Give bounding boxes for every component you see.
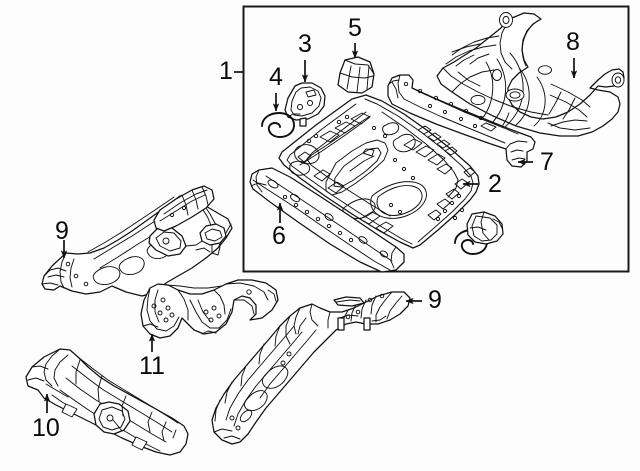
callout-number-6: 6 xyxy=(272,222,286,250)
callout-number-9-right: 9 xyxy=(428,286,442,314)
callout-number-5: 5 xyxy=(348,14,362,42)
callout-number-10: 10 xyxy=(32,414,60,442)
part-rear-side-rail-right xyxy=(211,291,411,445)
part-rear-floor-pan xyxy=(278,94,480,249)
part-rear-floor-crossmember xyxy=(25,348,189,456)
part-small-bracket xyxy=(466,211,504,245)
part-side-sill-member xyxy=(249,167,405,273)
callout-number-9-left: 9 xyxy=(55,217,69,245)
part-retainer-clip-upper xyxy=(261,112,295,138)
part-rear-side-rail-left xyxy=(41,185,233,297)
part-bracket-reinforcement xyxy=(284,82,326,127)
part-plug-cap xyxy=(337,56,375,94)
callout-number-7: 7 xyxy=(540,148,554,176)
callout-number-4: 4 xyxy=(269,63,283,91)
callout-number-2: 2 xyxy=(488,170,502,198)
callout-number-1: 1 xyxy=(219,57,233,85)
callout-number-3: 3 xyxy=(298,30,312,58)
callout-number-11: 11 xyxy=(139,352,165,380)
part-rear-suspension-mount-bracket xyxy=(140,279,279,339)
callout-number-8: 8 xyxy=(566,28,580,56)
